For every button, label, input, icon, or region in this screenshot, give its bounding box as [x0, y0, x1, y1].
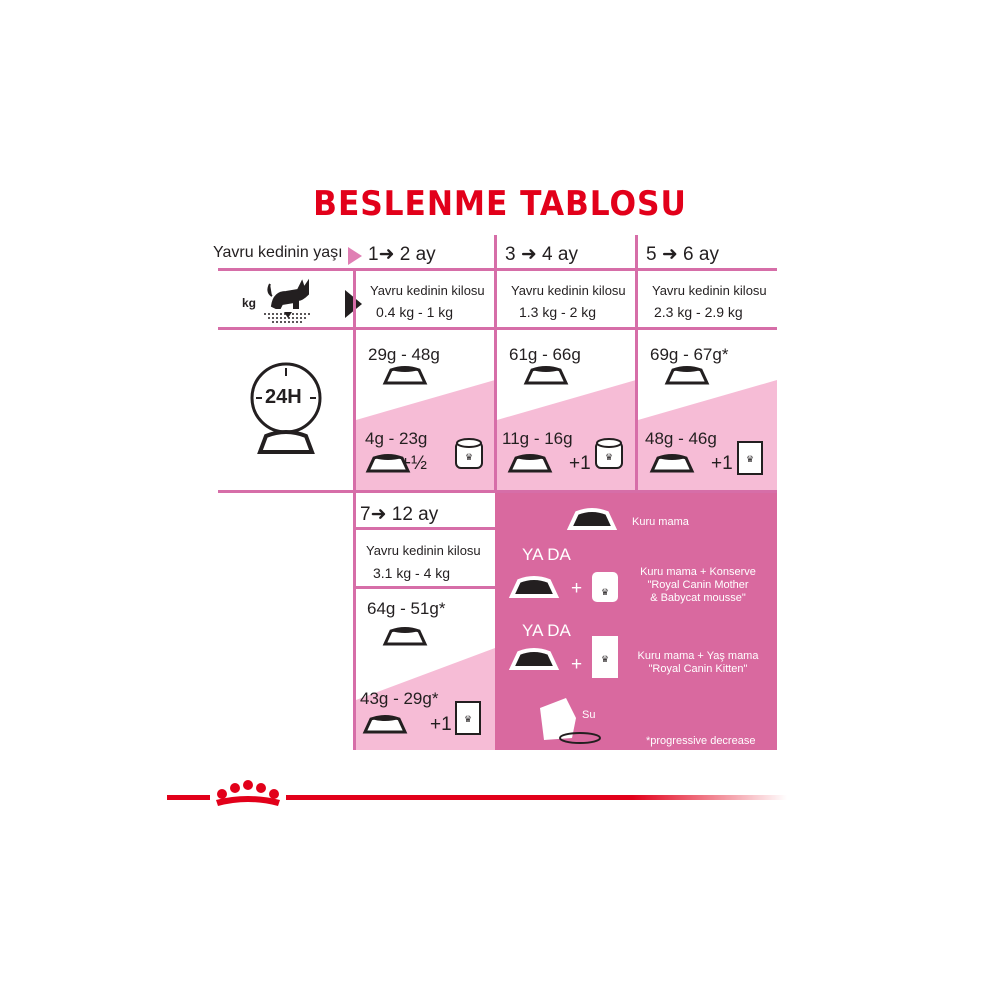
water-bowl-icon — [540, 698, 601, 744]
mixed-dry-amount: 11g - 16g — [502, 429, 573, 448]
wet-quantity: +1 — [569, 453, 591, 474]
alternatives-panel — [495, 491, 777, 750]
dry-bowl-icon — [665, 365, 709, 385]
dry-bowl-icon — [510, 648, 558, 670]
svg-text:♛: ♛ — [601, 654, 609, 664]
weight-label: Yavru kedinin kilosu — [370, 283, 485, 298]
dry-wet-label: Kuru mama + Yaş mama — [637, 650, 759, 662]
can-icon — [595, 438, 623, 469]
dry-bowl-icon — [366, 453, 410, 473]
dry-bowl-icon — [363, 714, 407, 734]
plus-sign: + — [571, 578, 583, 599]
dry-bowl-icon — [510, 576, 558, 598]
pouch-icon — [455, 701, 481, 735]
age-7-12: 7➜ 12 ay — [360, 504, 439, 525]
divider — [354, 527, 495, 530]
dry-bowl-icon — [524, 365, 568, 385]
divider — [494, 235, 497, 491]
divider — [218, 327, 777, 330]
wet-quantity: +1 — [430, 714, 452, 735]
dry-can-product-2: & Babycat mousse" — [650, 592, 746, 604]
age-1-2: 1➜ 2 ay — [368, 244, 436, 265]
age-3-4: 3 ➜ 4 ay — [505, 244, 578, 265]
plus-sign: + — [571, 654, 583, 675]
dry-bowl-icon — [383, 626, 427, 646]
24h-clock-bowl-icon — [250, 362, 322, 454]
dry-bowl-icon — [568, 508, 616, 530]
age-label: Yavru kedinin yaşı — [213, 244, 343, 261]
divider — [635, 235, 638, 491]
dry-amount: 29g - 48g — [368, 345, 440, 364]
divider — [354, 586, 495, 589]
brand-line — [167, 795, 787, 800]
weight-label: Yavru kedinin kilosu — [366, 543, 481, 558]
dry-amount: 69g - 67g* — [650, 345, 729, 364]
weight-range: 0.4 kg - 1 kg — [376, 304, 454, 320]
can-icon: ♛ — [592, 572, 618, 602]
weight-label: Yavru kedinin kilosu — [652, 283, 767, 298]
dry-can-product: "Royal Canin Mother — [647, 579, 749, 591]
age-arrow-icon — [348, 247, 362, 265]
pouch-icon — [737, 441, 763, 475]
or-label: YA DA — [522, 621, 571, 640]
water-label: Su — [582, 709, 596, 721]
divider — [353, 268, 356, 750]
dry-amount: 61g - 66g — [509, 345, 581, 364]
dry-wet-option: Kuru mama + Yaş mama "Royal Canin Kitten… — [628, 650, 768, 676]
can-icon — [455, 438, 483, 469]
weight-range: 1.3 kg - 2 kg — [519, 304, 597, 320]
dry-bowl-icon — [650, 453, 694, 473]
footnote: *progressive decrease — [646, 735, 756, 747]
page-title: BESLENME TABLOSU — [313, 184, 687, 224]
pouch-icon: ♛ — [592, 636, 618, 678]
mixed-dry-amount: 4g - 23g — [365, 429, 428, 448]
royal-canin-crown-logo — [210, 780, 286, 808]
wet-quantity: +1 — [711, 453, 733, 474]
age-5-6: 5 ➜ 6 ay — [646, 244, 719, 265]
dry-amount: 64g - 51g* — [367, 599, 446, 618]
divider — [218, 490, 777, 493]
dry-can-label: Kuru mama + Konserve — [640, 566, 756, 578]
dry-can-option: Kuru mama + Konserve "Royal Canin Mother… — [628, 566, 768, 605]
dry-bowl-icon — [508, 453, 552, 473]
dry-bowl-icon — [383, 365, 427, 385]
kg-icon-label: kg — [242, 296, 257, 310]
mixed-dry-amount: 48g - 46g — [645, 429, 717, 448]
mixed-dry-amount: 43g - 29g* — [360, 689, 439, 708]
divider — [218, 268, 777, 271]
dry-food-label: Kuru mama — [632, 516, 689, 528]
kitten-scale-icon — [264, 278, 312, 323]
svg-text:♛: ♛ — [601, 587, 609, 597]
dry-wet-product: "Royal Canin Kitten" — [648, 663, 748, 675]
or-label: YA DA — [522, 545, 571, 564]
weight-range: 3.1 kg - 4 kg — [373, 565, 451, 581]
weight-label: Yavru kedinin kilosu — [511, 283, 626, 298]
weight-range: 2.3 kg - 2.9 kg — [654, 304, 743, 320]
24h-label: 24H — [265, 386, 302, 408]
